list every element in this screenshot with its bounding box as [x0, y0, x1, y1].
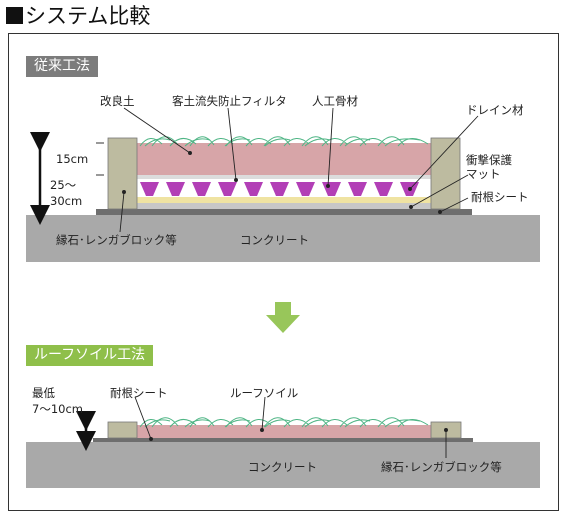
label-depth-total: 25～ 30cm	[50, 178, 83, 208]
label-root-sheet: 耐根シート	[471, 190, 529, 204]
concrete-slab	[26, 215, 540, 262]
page-title: システム比較	[6, 3, 150, 29]
improved-soil-layer	[137, 143, 431, 175]
root-sheet-layer-2	[93, 438, 473, 442]
grass-conventional	[139, 136, 429, 147]
conventional-badge: 従来工法	[26, 56, 98, 77]
down-arrow	[266, 302, 300, 333]
roof-soil-layer	[137, 425, 431, 438]
label-min-depth: 最低 7～10cm	[32, 386, 83, 416]
label-improved-soil: 改良土	[100, 94, 135, 108]
roofsoil-leader-lines	[134, 396, 448, 458]
label-drain: ドレイン材	[466, 103, 524, 117]
label-edging: 縁石･レンガブロック等	[56, 233, 177, 247]
label-filter: 客土流失防止フィルタ	[172, 94, 287, 108]
label-shock-mat: 衝撃保護 マット	[466, 153, 512, 181]
roofsoil-cross-section	[26, 396, 540, 488]
roofsoil-badge: ルーフソイル工法	[26, 345, 154, 366]
label-roof-soil: ルーフソイル	[230, 386, 299, 400]
filter-layer	[137, 175, 431, 179]
title-text: システム比較	[25, 4, 151, 28]
right-edging-block	[430, 137, 461, 210]
conventional-cross-section	[26, 107, 540, 262]
left-edging-block	[107, 137, 138, 210]
label-concrete-2: コンクリート	[248, 460, 317, 474]
label-concrete: コンクリート	[240, 233, 309, 247]
grass-roofsoil	[139, 417, 429, 428]
drain-layer	[137, 197, 431, 203]
label-aggregate: 人工骨材	[312, 94, 358, 108]
diagram-frame	[8, 33, 559, 511]
root-sheet-layer	[96, 209, 472, 215]
aggregate-cups	[140, 182, 419, 196]
label-root-sheet-2: 耐根シート	[110, 386, 168, 400]
concrete-slab-2	[26, 442, 540, 488]
label-edging-2: 縁石･レンガブロック等	[381, 460, 502, 474]
conventional-leader-lines	[119, 107, 479, 233]
shock-mat-layer	[137, 203, 431, 209]
title-square-icon	[6, 7, 23, 24]
label-depth-15: 15cm	[56, 152, 89, 166]
left-edging-block-2	[107, 421, 138, 439]
